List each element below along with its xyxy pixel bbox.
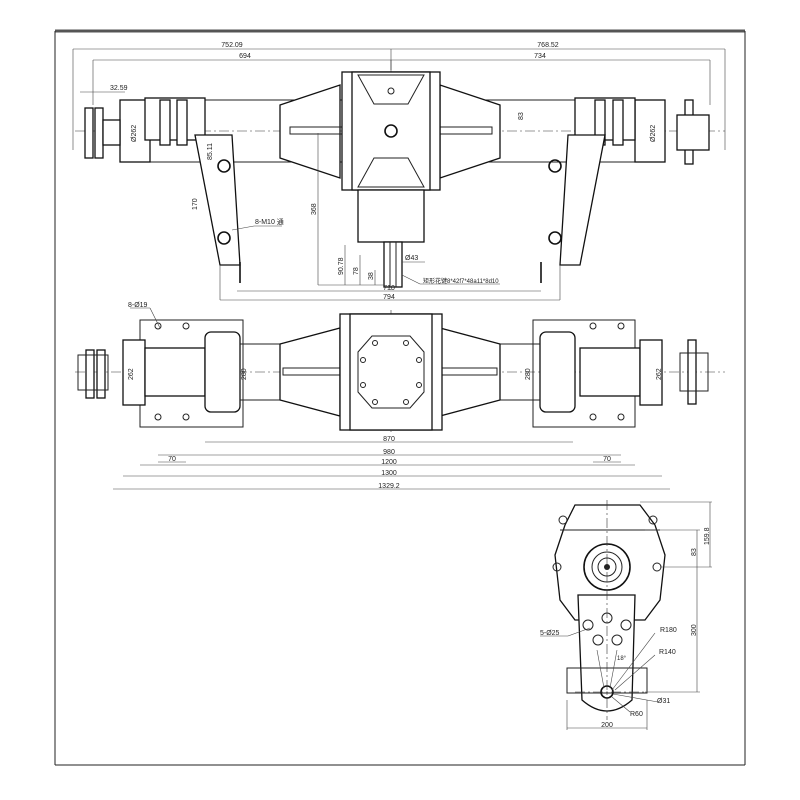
- dim-280-right: 280: [525, 368, 532, 380]
- dim-300: 300: [691, 624, 698, 636]
- drawing-frame: [54, 29, 746, 766]
- dim-83: 83: [518, 112, 525, 120]
- dim-262-right: 262: [656, 368, 663, 380]
- dim-1329: 1329.2: [378, 483, 400, 490]
- dim-794: 794: [383, 294, 395, 301]
- dim-angle: 18°: [617, 656, 627, 662]
- side-view-gearbox: [540, 500, 712, 730]
- dim-734: 734: [534, 53, 546, 60]
- dim-870: 870: [383, 436, 395, 443]
- label-bolt-holes: 8-M10 通: [255, 217, 284, 226]
- dim-32-59: 32.59: [110, 85, 128, 92]
- dim-78: 78: [353, 267, 360, 275]
- dim-280-left: 280: [241, 368, 248, 380]
- dim-r180: R180: [660, 627, 677, 634]
- dim-159-8: 159.8: [704, 527, 711, 545]
- dim-70-right: 70: [603, 456, 611, 463]
- dim-368: 368: [311, 203, 318, 215]
- dim-90-78: 90.78: [338, 257, 345, 275]
- dim-752: 752.09: [221, 42, 243, 49]
- dim-1300: 1300: [381, 470, 397, 477]
- top-view-axle: [72, 48, 726, 301]
- label-5-holes: 5-Ø25: [540, 630, 560, 637]
- dim-shaft-dia: Ø43: [405, 255, 418, 262]
- dim-hub-right: Ø262: [650, 125, 657, 142]
- dim-710: 710: [383, 285, 395, 292]
- dim-768: 768.52: [537, 42, 559, 49]
- dim-980: 980: [383, 449, 395, 456]
- dim-hub-left: Ø262: [131, 125, 138, 142]
- dim-pin-dia: Ø31: [657, 698, 670, 705]
- dim-85-11: 85.11: [207, 143, 214, 160]
- dim-200: 200: [601, 722, 613, 729]
- label-mount-holes: 8-Ø19: [128, 302, 148, 309]
- dim-r140: R140: [659, 649, 676, 656]
- dim-70-left: 70: [168, 456, 176, 463]
- dim-38: 38: [368, 272, 375, 280]
- dim-694: 694: [239, 53, 251, 60]
- dim-262-left: 262: [128, 368, 135, 380]
- front-view-dimensions: 8-Ø19 262 280 280 262 870 980 70 70 1200…: [128, 302, 663, 490]
- dim-1200: 1200: [381, 459, 397, 466]
- dim-r60: R60: [630, 711, 643, 718]
- front-view-axle: [75, 307, 725, 490]
- side-view-dimensions: 159.8 83 300 5-Ø25 R180 R140 18° Ø31 R60…: [540, 527, 711, 729]
- label-spline-spec: 矩形花键8*42f7*48a11*8d10: [423, 277, 499, 285]
- dim-83-side: 83: [691, 548, 698, 556]
- top-view-dimensions: 752.09 768.52 694 734 32.59 Ø262 Ø262 83…: [110, 42, 657, 301]
- dim-170: 170: [192, 198, 199, 210]
